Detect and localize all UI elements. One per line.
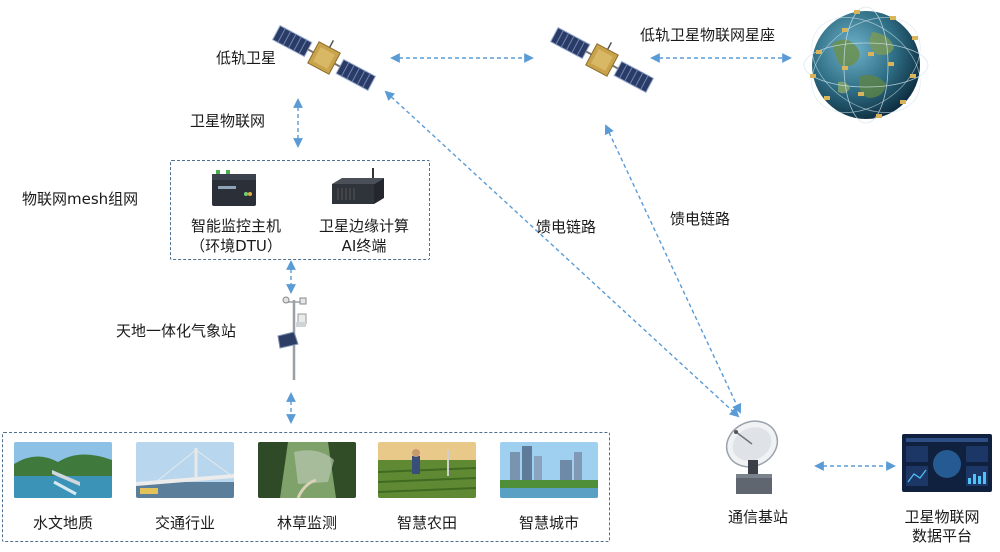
- satellite-icon: [549, 26, 655, 94]
- application-group: [2, 432, 610, 542]
- feeder-link-label: 馈电链路: [670, 210, 731, 228]
- application-image: [14, 442, 112, 498]
- monitoring-host-label: 智能监控主机 （环境DTU）: [176, 216, 296, 256]
- feeder-link-line-1: [384, 90, 740, 418]
- satellite-dish-icon: [725, 420, 779, 494]
- iot-device-group: [170, 160, 430, 260]
- data-platform-title: 卫星物联网: [904, 508, 980, 526]
- application-label: 交通行业: [154, 514, 215, 532]
- edge-ai-terminal-label: 卫星边缘计算 AI终端: [304, 216, 424, 256]
- feeder-link-line-2: [604, 124, 742, 414]
- application-image: [136, 442, 234, 498]
- satellite-icon: [271, 24, 377, 92]
- data-platform-label: 卫星物联网 数据平台: [884, 508, 1000, 546]
- application-label: 智慧农田: [396, 514, 457, 532]
- constellation-label: 低轨卫星物联网星座: [640, 26, 776, 44]
- data-platform-screen-icon: [902, 434, 992, 492]
- feeder-link-label: 馈电链路: [536, 218, 597, 236]
- application-image: [378, 442, 476, 498]
- weather-station-icon: [277, 296, 307, 380]
- leo-satellite-label: 低轨卫星: [216, 49, 277, 67]
- base-station-label: 通信基站: [728, 508, 789, 526]
- data-platform-subtitle: 数据平台: [911, 527, 972, 545]
- edge-ai-terminal-subtitle: AI终端: [341, 237, 387, 255]
- application-label: 林草监测: [276, 514, 337, 532]
- monitoring-host-icon: [212, 170, 256, 206]
- edge-ai-terminal-icon: [332, 168, 384, 204]
- application-label: 智慧城市: [518, 514, 579, 532]
- application-image: [500, 442, 598, 498]
- application-label: 水文地质: [32, 514, 93, 532]
- mesh-network-label: 物联网mesh组网: [22, 190, 139, 208]
- satellite-iot-label: 卫星物联网: [190, 112, 266, 130]
- monitoring-host-subtitle: （环境DTU）: [190, 237, 282, 255]
- edge-ai-terminal-title: 卫星边缘计算: [318, 217, 409, 235]
- monitoring-host-title: 智能监控主机: [190, 217, 281, 235]
- application-image: [258, 442, 356, 498]
- weather-station-label: 天地一体化气象站: [116, 322, 237, 340]
- earth-constellation-icon: [803, 6, 929, 124]
